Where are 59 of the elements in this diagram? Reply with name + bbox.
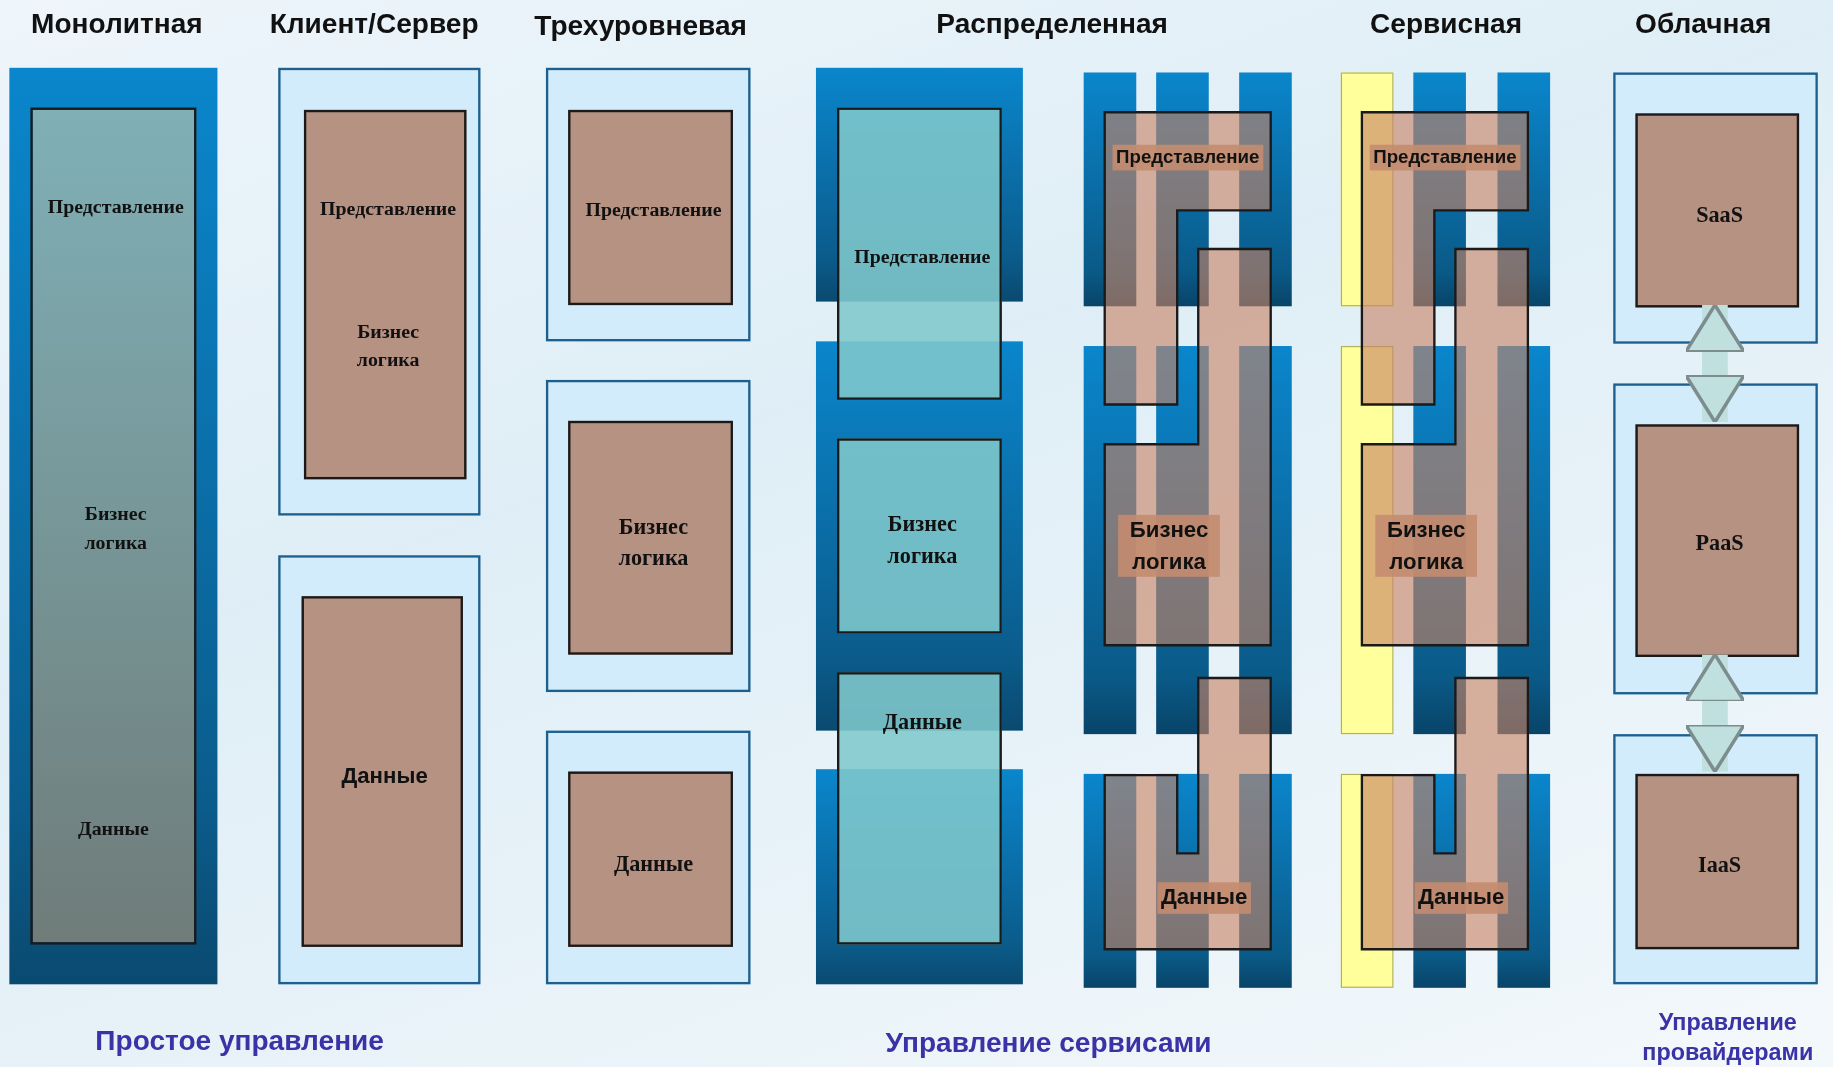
service-shape	[1361, 678, 1528, 950]
column-heading: Монолитная	[31, 7, 203, 40]
component-box	[837, 107, 1002, 400]
column-heading: Клиент/Сервер	[269, 7, 479, 40]
double-arrow	[1683, 652, 1746, 774]
component-box	[568, 109, 733, 306]
node-label: SaaS	[1696, 200, 1744, 229]
component-box	[837, 672, 1002, 945]
node-label: Бизнес логика	[886, 510, 959, 569]
component-box	[301, 596, 463, 947]
node-label: Бизнес логика	[1375, 514, 1478, 577]
service-shape	[1104, 678, 1271, 950]
node-label: Данные	[1414, 882, 1508, 914]
layer-panel	[1613, 72, 1818, 344]
node-label: Представление	[1112, 144, 1263, 171]
node-label: Бизнес логика	[1118, 514, 1220, 577]
component-box	[30, 107, 197, 945]
group-caption: Управление сервисами	[885, 1026, 1212, 1060]
double-arrow	[1683, 303, 1746, 424]
service-shape	[1104, 249, 1271, 646]
component-box	[568, 420, 733, 655]
node-label: Данные	[341, 762, 428, 790]
node-label: Данные	[1157, 882, 1251, 914]
layer-panel	[545, 67, 751, 342]
layer-panel	[278, 67, 481, 516]
column-heading: Облачная	[1635, 7, 1772, 40]
layer-panel	[278, 555, 481, 985]
node-label: Данные	[882, 708, 962, 736]
node-label: Бизнес логика	[617, 512, 690, 572]
service-shape	[1104, 112, 1271, 405]
layer-panel	[545, 379, 751, 693]
component-box	[303, 109, 467, 480]
service-shape	[1361, 112, 1528, 405]
group-caption: Управление провайдерами	[1641, 1007, 1815, 1067]
node-label: Представление	[1369, 144, 1521, 171]
node-label: Данные	[613, 849, 694, 878]
component-box	[568, 771, 733, 947]
column-heading: Сервисная	[1370, 7, 1523, 40]
component-box	[1635, 424, 1800, 657]
component-box	[837, 438, 1002, 634]
node-label: Бизнес логика	[355, 319, 421, 373]
component-box	[1635, 113, 1800, 308]
layer-panel	[1613, 734, 1818, 985]
column-heading: Трехуровневая	[534, 9, 747, 43]
layer-panel	[545, 730, 751, 985]
node-label: PaaS	[1695, 529, 1744, 557]
service-shape	[1361, 249, 1528, 646]
node-label: Представление	[854, 244, 991, 270]
component-box	[1635, 773, 1800, 950]
group-caption: Простое управление	[95, 1024, 384, 1057]
node-label: Бизнес логика	[83, 501, 149, 555]
node-label: Представление	[47, 194, 184, 220]
node-label: Данные	[77, 816, 149, 842]
layer-panel	[1613, 383, 1818, 695]
node-label: Представление	[585, 197, 722, 224]
column-heading: Распределенная	[936, 7, 1168, 40]
node-label: Представление	[320, 196, 457, 222]
layer-panel	[9, 67, 218, 985]
node-label: IaaS	[1698, 850, 1742, 879]
